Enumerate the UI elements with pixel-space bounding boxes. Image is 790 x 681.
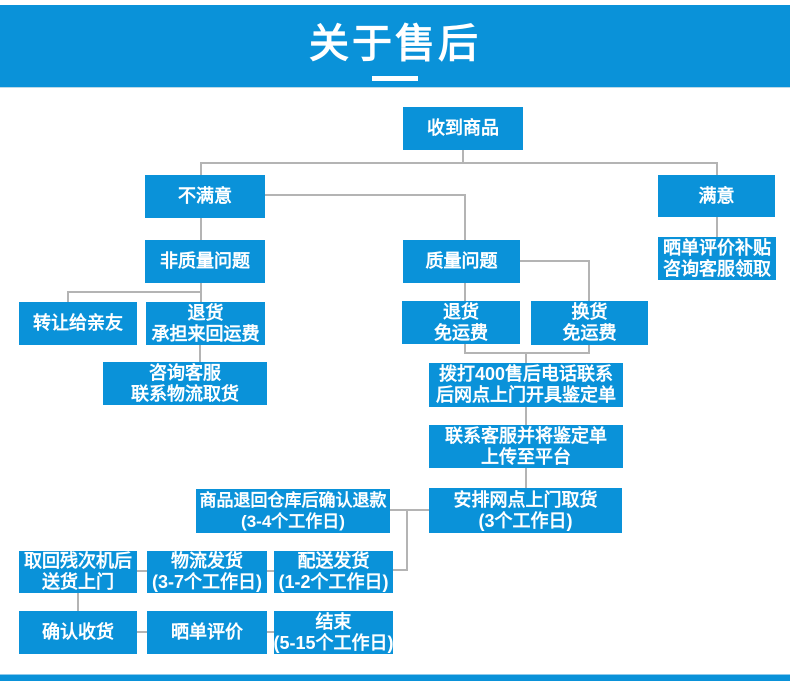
bottom-section-bar xyxy=(0,674,790,681)
node-text: 晒单评价补贴 xyxy=(663,237,771,258)
connector-line xyxy=(67,291,201,293)
connector-line xyxy=(200,218,202,240)
node-text: 质量问题 xyxy=(425,251,498,271)
header-banner: 关于售后 xyxy=(0,5,790,88)
node-confirm-receipt: 确认收货 xyxy=(19,611,137,654)
connector-line xyxy=(265,570,275,572)
node-text: 转让给亲友 xyxy=(33,313,123,333)
connector-line xyxy=(67,291,69,302)
node-text: 退货 xyxy=(187,302,224,323)
connector-line xyxy=(525,407,527,425)
node-unsatisfied: 不满意 xyxy=(145,175,265,218)
node-text: 结束 xyxy=(315,611,352,632)
node-return-pay-shipping: 退货 承担来回运费 xyxy=(146,302,265,345)
connector-line xyxy=(199,345,201,362)
node-satisfied: 满意 xyxy=(658,175,775,217)
node-text: (1-2个工作日) xyxy=(278,572,389,592)
connector-line xyxy=(464,194,466,240)
node-review-subsidy: 晒单评价补贴 咨询客服领取 xyxy=(658,237,776,280)
node-text: 免运费 xyxy=(562,323,617,343)
connector-line xyxy=(716,217,718,237)
node-text: 联系物流取货 xyxy=(131,383,239,404)
node-call-400-hotline: 拨打400售后电话联系 后网点上门开具鉴定单 xyxy=(429,363,623,407)
node-quality-issue: 质量问题 xyxy=(403,240,520,283)
node-text: (3-4个工作日) xyxy=(241,512,345,531)
connector-line xyxy=(525,468,527,488)
node-text: 拨打400售后电话联系 xyxy=(438,364,614,384)
node-text: 收到商品 xyxy=(427,118,499,138)
node-text: 承担来回运费 xyxy=(151,323,260,344)
node-logistics-shipping: 物流发货 (3-7个工作日) xyxy=(147,551,267,593)
connector-line xyxy=(464,344,466,354)
connector-line xyxy=(200,162,202,175)
connector-line xyxy=(520,260,589,262)
connector-line xyxy=(136,631,148,633)
node-text: 咨询客服 xyxy=(149,362,221,383)
connector-line xyxy=(265,631,275,633)
node-retrieve-defective: 取回残次机后 送货上门 xyxy=(19,551,137,593)
title-underline xyxy=(372,76,418,81)
node-text: 确认收货 xyxy=(42,622,114,642)
node-return-free-shipping: 退货 免运费 xyxy=(402,301,520,344)
node-arrange-pickup: 安排网点上门取货 (3个工作日) xyxy=(429,488,622,533)
connector-line xyxy=(390,509,429,511)
connector-line xyxy=(392,569,408,571)
connector-line xyxy=(525,352,527,363)
connector-line xyxy=(716,162,718,175)
node-text: 晒单评价 xyxy=(171,622,243,642)
node-text: (3-7个工作日) xyxy=(151,572,262,592)
node-text: 非质量问题 xyxy=(160,251,250,271)
connector-line xyxy=(77,593,79,611)
page-title: 关于售后 xyxy=(309,22,481,66)
connector-line xyxy=(588,345,590,354)
node-exchange-free-shipping: 换货 免运费 xyxy=(531,301,648,345)
node-non-quality-issue: 非质量问题 xyxy=(145,240,265,283)
node-delivery-shipping: 配送发货 (1-2个工作日) xyxy=(274,551,393,593)
connector-line xyxy=(136,570,148,572)
connector-line xyxy=(200,162,717,164)
node-text: 咨询客服领取 xyxy=(663,258,771,279)
connector-line xyxy=(200,283,202,302)
node-confirm-refund: 商品退回仓库后确认退款 (3-4个工作日) xyxy=(196,489,390,533)
connector-line xyxy=(464,283,466,301)
node-text: 不满意 xyxy=(178,186,232,206)
node-text: (3个工作日) xyxy=(478,510,573,531)
node-finish: 结束 (5-15个工作日) xyxy=(273,611,394,654)
node-text: 物流发货 xyxy=(171,551,243,571)
node-contact-cs-upload: 联系客服并将鉴定单 上传至平台 xyxy=(429,425,623,468)
node-text: 免运费 xyxy=(434,322,488,343)
node-text: 退货 xyxy=(443,301,479,322)
node-text: 满意 xyxy=(698,185,735,206)
connector-line xyxy=(264,194,466,196)
node-text: 配送发货 xyxy=(297,551,370,571)
node-text: 换货 xyxy=(571,302,608,322)
node-text: 商品退回仓库后确认退款 xyxy=(199,491,387,510)
node-text: 安排网点上门取货 xyxy=(453,489,598,510)
node-transfer-to-friends: 转让给亲友 xyxy=(19,302,137,345)
node-received-goods: 收到商品 xyxy=(403,107,523,150)
node-text: 上传至平台 xyxy=(481,446,571,467)
connector-line xyxy=(464,352,590,354)
node-text: 送货上门 xyxy=(42,572,114,592)
node-text: 取回残次机后 xyxy=(24,551,132,571)
node-post-review: 晒单评价 xyxy=(147,611,267,654)
node-text: 后网点上门开具鉴定单 xyxy=(436,385,616,405)
connector-line xyxy=(462,149,464,163)
node-consult-cs-logistics-pickup: 咨询客服 联系物流取货 xyxy=(103,362,267,405)
connector-line xyxy=(588,260,590,301)
node-text: (5-15个工作日) xyxy=(273,632,394,653)
node-text: 联系客服并将鉴定单 xyxy=(445,425,607,446)
connector-line xyxy=(406,509,408,571)
